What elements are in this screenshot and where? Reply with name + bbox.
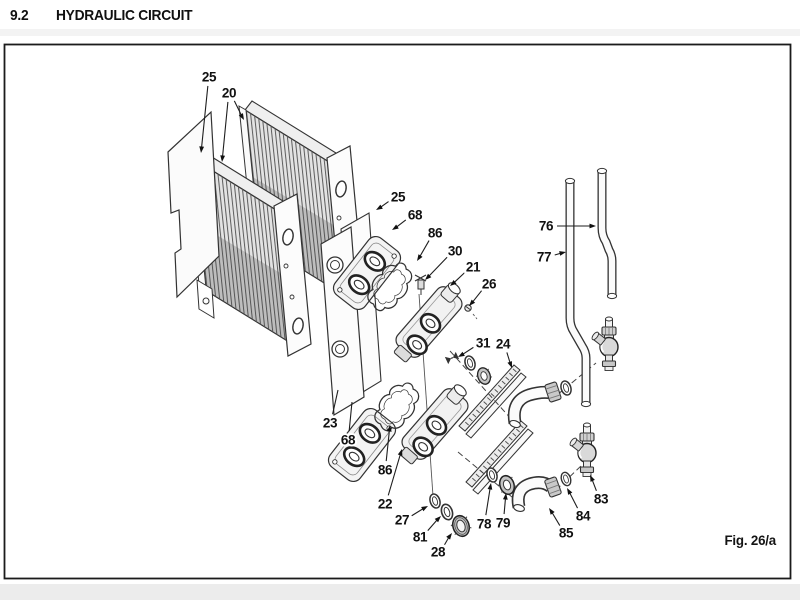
- svg-text:20: 20: [222, 86, 236, 101]
- callout-21: 21: [450, 258, 483, 286]
- callout-28: 28: [429, 533, 452, 562]
- callout-30: 30: [425, 242, 465, 280]
- svg-text:78: 78: [477, 517, 492, 532]
- screw-26: [464, 304, 478, 320]
- callout-22: 22: [376, 449, 403, 514]
- callout-86: 86: [417, 224, 445, 261]
- svg-text:27: 27: [395, 513, 409, 528]
- figure-border: [3, 43, 792, 580]
- svg-text:79: 79: [496, 516, 510, 531]
- callout-25: 25: [199, 68, 219, 153]
- section-number: 9.2: [10, 7, 29, 24]
- clip-31: [444, 351, 460, 365]
- plate-25-left: [167, 110, 220, 299]
- svg-text:76: 76: [539, 219, 554, 234]
- svg-text:83: 83: [594, 492, 609, 507]
- bracket-24-upper: [458, 364, 527, 439]
- callout-26: 26: [469, 275, 499, 306]
- pipe-77: [564, 177, 592, 408]
- svg-text:86: 86: [428, 226, 443, 241]
- callout-68: 68: [392, 206, 425, 230]
- callout-25: 25: [376, 188, 408, 210]
- vent-valve-30: [414, 274, 427, 295]
- hose-85: [511, 476, 562, 512]
- callout-27: 27: [393, 506, 428, 530]
- svg-text:25: 25: [202, 70, 217, 85]
- svg-text:30: 30: [448, 244, 462, 259]
- svg-text:68: 68: [408, 208, 423, 223]
- svg-text:77: 77: [537, 250, 551, 265]
- callout-23: 23: [321, 389, 340, 433]
- callout-77: 77: [535, 248, 566, 267]
- svg-text:21: 21: [466, 260, 481, 275]
- svg-text:24: 24: [496, 337, 511, 352]
- callout-83: 83: [590, 475, 611, 509]
- svg-text:28: 28: [431, 545, 446, 560]
- svg-text:31: 31: [476, 336, 491, 351]
- elbow-hose-upper: [507, 381, 562, 429]
- svg-text:68: 68: [341, 433, 356, 448]
- svg-text:23: 23: [323, 416, 338, 431]
- svg-text:84: 84: [576, 509, 591, 524]
- callout-84: 84: [567, 488, 593, 526]
- callout-86: 86: [376, 425, 395, 480]
- figure-caption: Fig. 26/a: [724, 532, 776, 548]
- svg-text:22: 22: [378, 497, 392, 512]
- callout-76: 76: [537, 217, 596, 236]
- callout-79: 79: [494, 493, 513, 533]
- page-title: 9.2 HYDRAULIC CIRCUIT: [10, 7, 193, 24]
- svg-text:25: 25: [391, 190, 406, 205]
- callout-68: 68: [339, 401, 358, 450]
- svg-text:81: 81: [413, 530, 428, 545]
- callout-31: 31: [458, 334, 493, 357]
- svg-text:86: 86: [378, 463, 393, 478]
- callout-85: 85: [549, 508, 576, 543]
- pipe-76: [596, 167, 618, 300]
- callout-20: 20: [220, 84, 244, 162]
- section-title: HYDRAULIC CIRCUIT: [55, 7, 193, 24]
- callout-81: 81: [411, 516, 441, 547]
- svg-text:26: 26: [482, 277, 497, 292]
- callout-78: 78: [475, 483, 494, 534]
- nut-28: [450, 514, 472, 538]
- svg-text:85: 85: [559, 526, 574, 541]
- callout-24: 24: [494, 335, 513, 368]
